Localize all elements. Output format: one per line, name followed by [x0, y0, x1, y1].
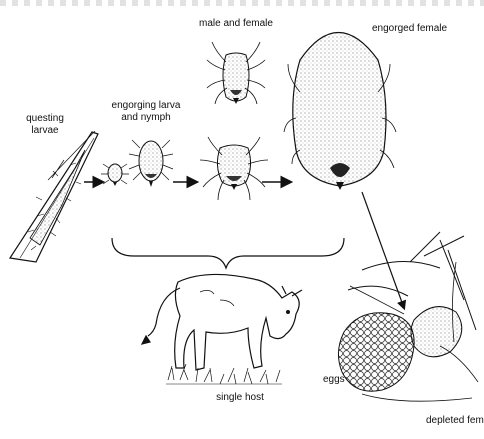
label-engorging-larva-nymph: engorging larva and nymph: [96, 100, 196, 124]
host-brace: [112, 238, 344, 268]
label-male-and-female: male and female: [196, 18, 276, 30]
label-eggs: eggs: [323, 374, 363, 386]
larva-tick: [101, 164, 129, 186]
label-depleted-female: depleted fema: [426, 415, 484, 427]
cow-host: [142, 274, 302, 370]
adult-tick-top: [207, 42, 265, 104]
engorged-female-tick: [284, 33, 396, 191]
grass-blade-with-larvae: [10, 131, 98, 262]
nymph-tick: [129, 140, 173, 187]
adult-tick-middle: [200, 137, 268, 200]
label-single-host: single host: [200, 392, 280, 404]
label-questing-larvae: questing larvae: [10, 113, 80, 137]
label-engorged-female: engorged female: [372, 23, 472, 35]
